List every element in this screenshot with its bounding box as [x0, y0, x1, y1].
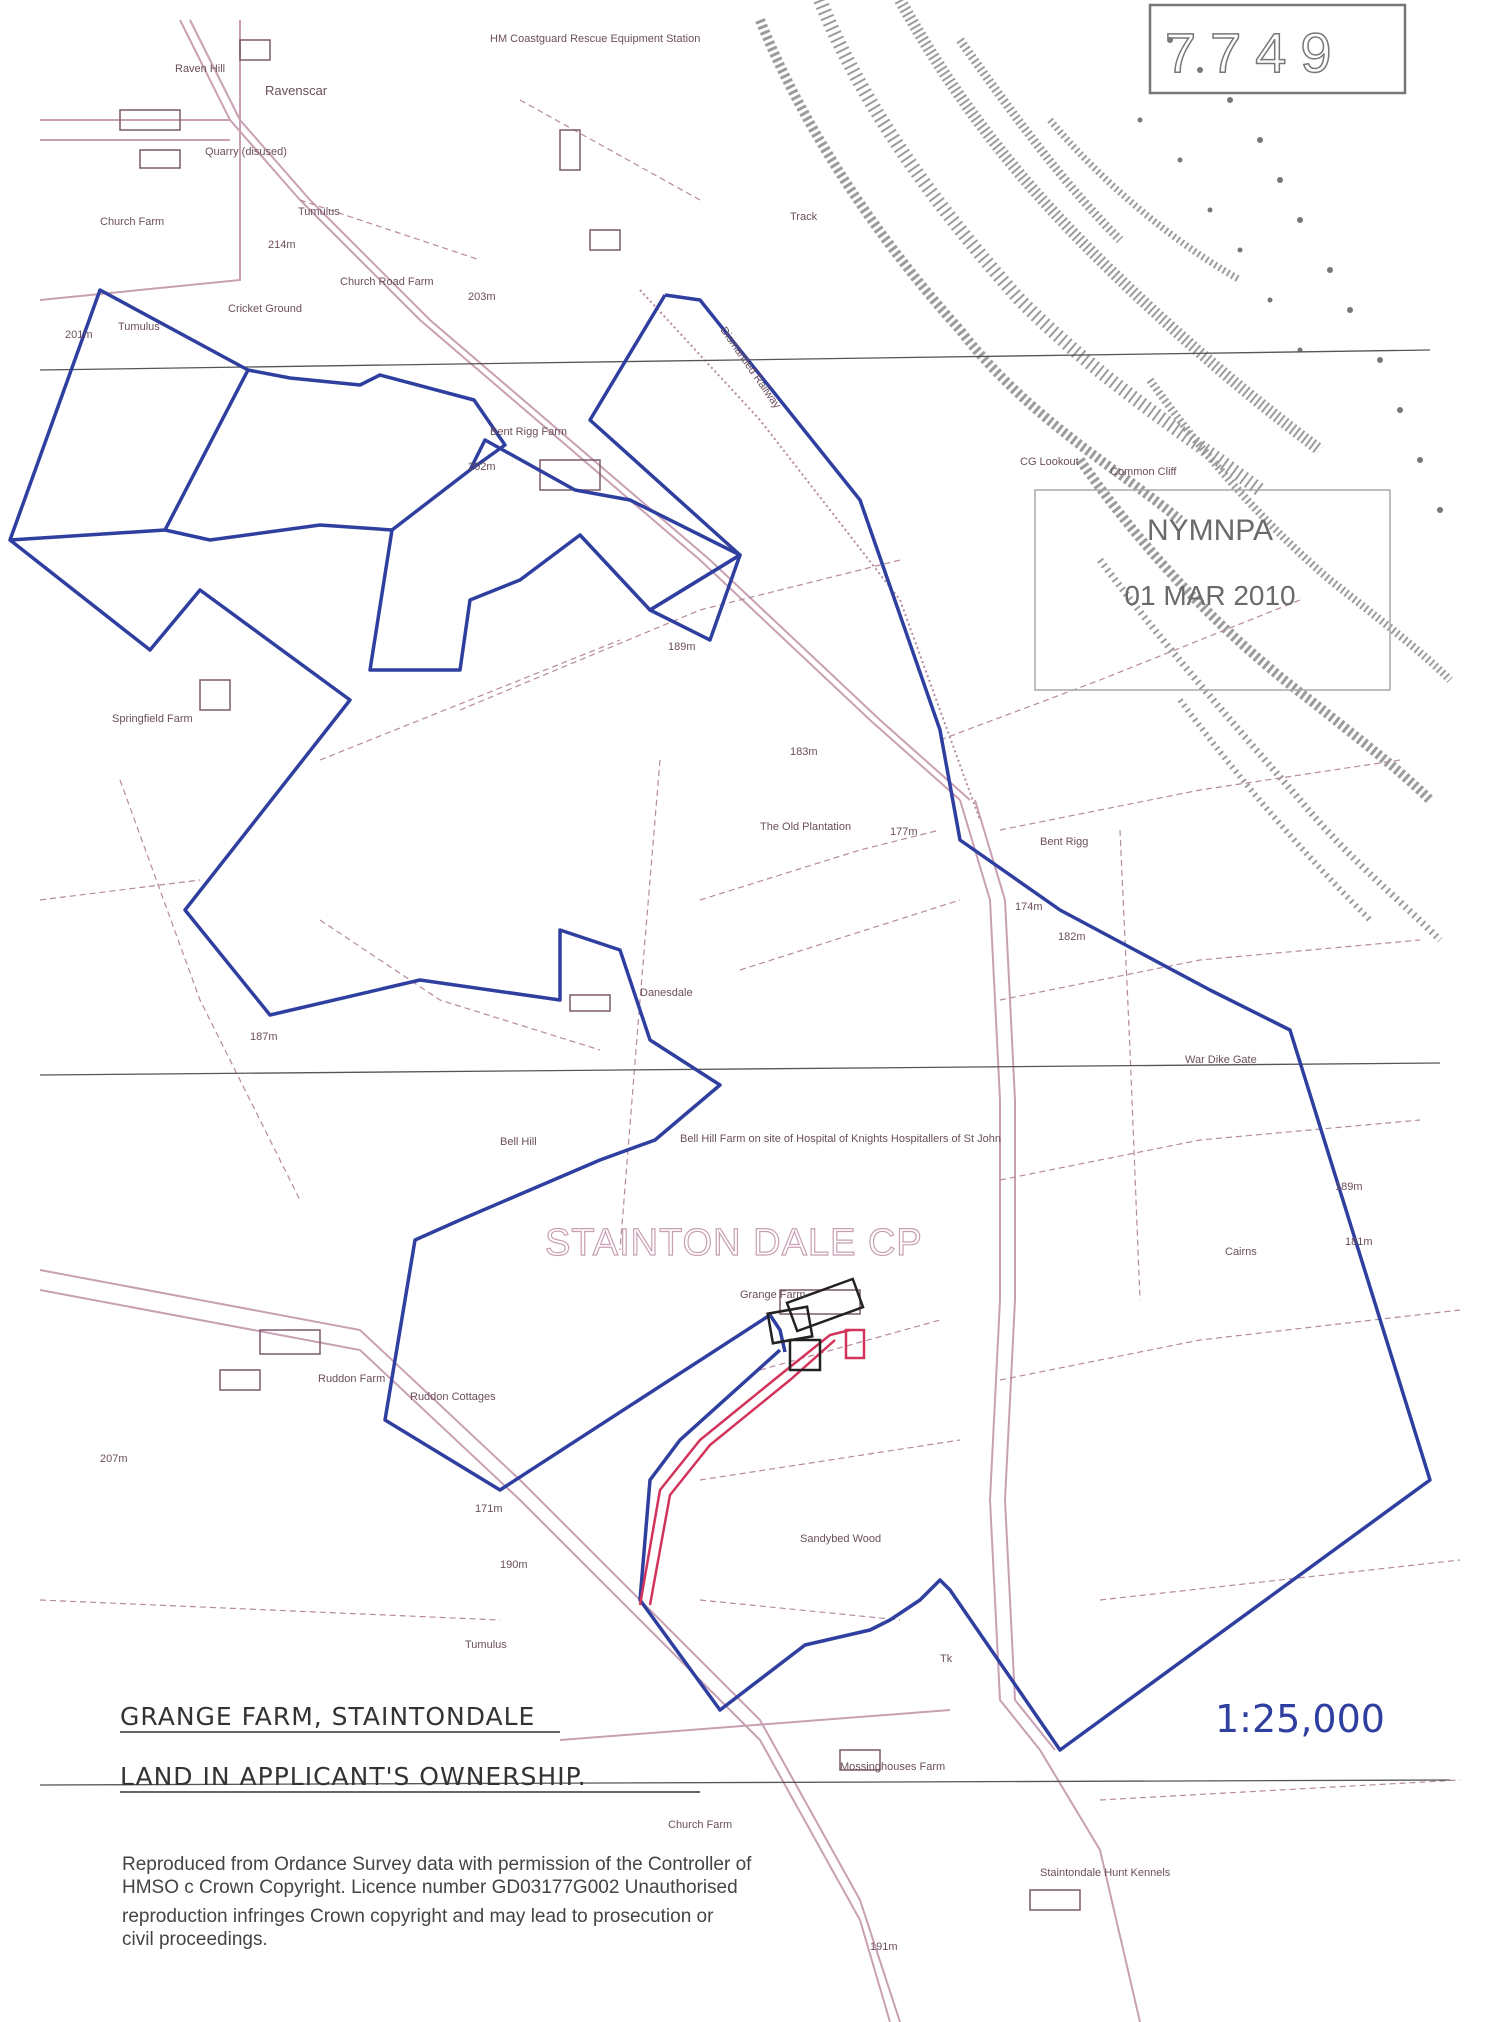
spot-height: 183m: [790, 746, 818, 758]
handwritten-annotation: GRANGE FARM, STAINTONDALE LAND IN APPLIC…: [120, 1702, 700, 1793]
spot-height: 201m: [65, 329, 93, 341]
spot-height: 202m: [468, 461, 496, 473]
spot-height: 177m: [890, 826, 918, 838]
label-danesdale: Danesdale: [640, 987, 693, 999]
spot-height: 181m: [1345, 1236, 1373, 1248]
label-tumulus-2: Tumulus: [118, 321, 160, 333]
spot-height: 187m: [250, 1031, 278, 1043]
map-reference: 7749: [1148, 3, 1407, 95]
label-tumulus-1: Tumulus: [298, 206, 340, 218]
label-springfield-farm: Springfield Farm: [112, 713, 193, 725]
label-coastguard-station: HM Coastguard Rescue Equipment Station: [490, 33, 700, 45]
stamp-authority: NYMNPA: [1147, 514, 1273, 547]
os-grid-lines: [39, 349, 1451, 1786]
label-old-plantation: The Old Plantation: [760, 821, 851, 833]
spot-height: 189m: [668, 641, 696, 653]
label-tk: Tk: [940, 1653, 953, 1665]
parish-label: STAINTON DALE CP: [545, 1222, 923, 1264]
label-quarry: Quarry (disused): [205, 146, 287, 158]
annotation-ownership: LAND IN APPLICANT'S OWNERSHIP.: [120, 1762, 587, 1791]
copyright-line-3: reproduction infringes Crown copyright a…: [122, 1906, 714, 1927]
label-ruddon-farm: Ruddon Farm: [318, 1373, 385, 1385]
annotation-site-name: GRANGE FARM, STAINTONDALE: [120, 1702, 535, 1731]
label-bent-rigg: Bent Rigg: [1040, 836, 1088, 848]
grange-farm-buildings: [766, 1277, 865, 1372]
coastal-dots: [1137, 37, 1443, 513]
label-hunt-kennels: Staintondale Hunt Kennels: [1040, 1867, 1171, 1879]
label-war-dike-gate: War Dike Gate: [1185, 1054, 1257, 1066]
label-ruddon-cottages: Ruddon Cottages: [410, 1391, 496, 1403]
label-track-north: Track: [790, 211, 818, 223]
spot-height: 203m: [468, 291, 496, 303]
label-grange-farm: Grange Farm: [740, 1289, 805, 1301]
stamp-date: 01 MAR 2010: [1124, 580, 1295, 611]
copyright-line-4: civil proceedings.: [122, 1929, 268, 1950]
copyright-line-2: HMSO c Crown Copyright. Licence number G…: [122, 1877, 738, 1898]
spot-height: 174m: [1015, 901, 1043, 913]
label-cg-lookout: CG Lookout: [1020, 456, 1079, 468]
spot-height: 190m: [500, 1559, 528, 1571]
label-bell-hill: Bell Hill: [500, 1136, 537, 1148]
place-labels: Ravenscar Raven Hill Church Farm Church …: [100, 33, 1257, 1879]
ownership-boundary: [8, 288, 1432, 1752]
copyright-notice: Reproduced from Ordance Survey data with…: [122, 1854, 752, 1950]
nymnpa-stamp: NYMNPA 01 MAR 2010: [1034, 489, 1391, 691]
spot-height: 191m: [870, 1941, 898, 1953]
label-raven-hill: Raven Hill: [175, 63, 225, 75]
label-cricket-ground: Cricket Ground: [228, 303, 302, 315]
label-sandybed-wood: Sandybed Wood: [800, 1533, 881, 1545]
label-bent-rigg-farm: Bent Rigg Farm: [490, 426, 567, 438]
label-tumulus-3: Tumulus: [465, 1639, 507, 1651]
spot-height: 182m: [1058, 931, 1086, 943]
label-mossinghouses-farm: Mossinghouses Farm: [840, 1761, 945, 1773]
spot-height: 214m: [268, 239, 296, 251]
map-scale: 1:25,000: [1215, 1697, 1385, 1741]
map-reference-number: 7749: [1165, 21, 1346, 84]
label-church-road-farm: Church Road Farm: [340, 276, 434, 288]
label-church-farm-south: Church Farm: [668, 1819, 732, 1831]
label-church-farm: Church Farm: [100, 216, 164, 228]
cliff-hatching: [755, 0, 1453, 943]
spot-height: 207m: [100, 1453, 128, 1465]
label-bell-hill-farm: Bell Hill Farm on site of Hospital of Kn…: [680, 1133, 1001, 1145]
field-boundaries: [39, 99, 1461, 1801]
application-site: [638, 1328, 866, 1606]
label-common-cliff: Common Cliff: [1110, 466, 1177, 478]
spot-heights: 214m 203m 201m 202m 189m 183m 177m 174m …: [65, 239, 1373, 1953]
spot-height: 171m: [475, 1503, 503, 1515]
spot-height: 189m: [1335, 1181, 1363, 1193]
label-ravenscar: Ravenscar: [265, 83, 328, 98]
copyright-line-1: Reproduced from Ordance Survey data with…: [122, 1854, 752, 1875]
label-cairns: Cairns: [1225, 1246, 1257, 1258]
dismantled-railway: [639, 289, 981, 821]
